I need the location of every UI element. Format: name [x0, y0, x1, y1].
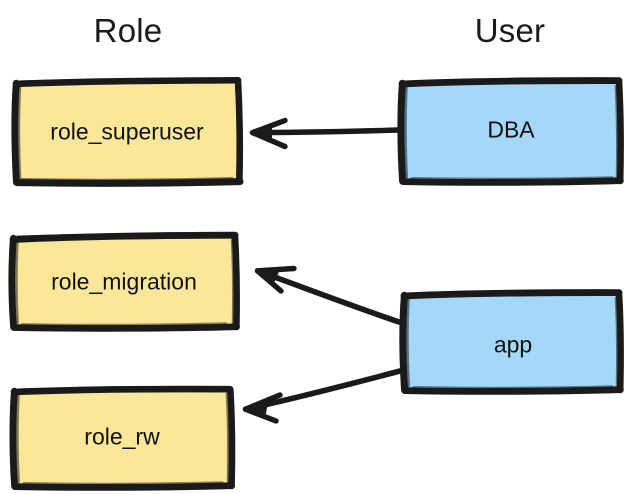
node-role-rw[interactable]: [12, 388, 232, 487]
column-header-user: User: [474, 12, 546, 49]
node-dba[interactable]: [400, 80, 620, 182]
node-role_superuser-shape[interactable]: [11, 76, 244, 187]
edge-app-to-role_migration[interactable]: [254, 265, 402, 325]
node-app-shape[interactable]: [399, 289, 624, 395]
edge-app-to-role_rw[interactable]: [242, 368, 403, 424]
node-role_rw-shape[interactable]: [9, 385, 236, 491]
edge-dba-to-role_superuser[interactable]: [249, 117, 401, 150]
column-header-role: Role: [93, 12, 163, 49]
node-role_migration-shape[interactable]: [8, 231, 240, 332]
node-role-migration[interactable]: [11, 235, 237, 328]
node-role-superuser[interactable]: [14, 80, 240, 183]
node-dba-shape[interactable]: [397, 77, 624, 186]
node-app[interactable]: [402, 292, 620, 391]
